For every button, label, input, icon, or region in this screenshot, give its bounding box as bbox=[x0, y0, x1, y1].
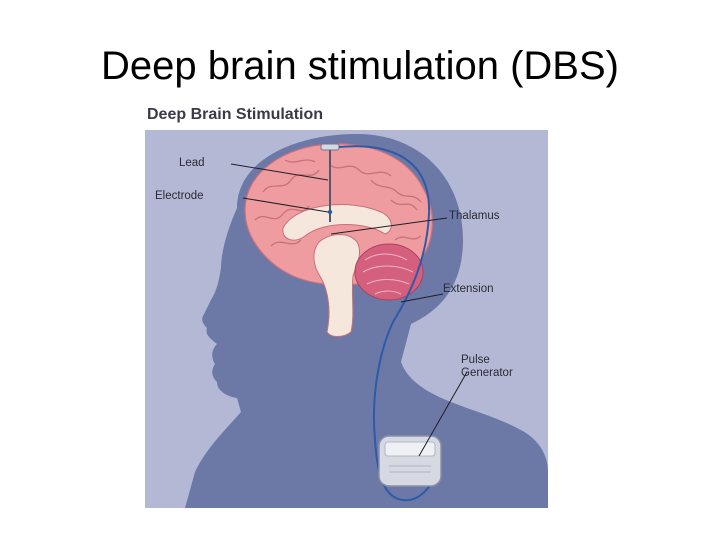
dbs-illustration: Deep Brain Stimulation Lead Electrode Th… bbox=[145, 100, 548, 508]
corpus-callosum bbox=[282, 204, 392, 241]
dbs-diagram-graphic bbox=[145, 100, 548, 508]
label-pulse-generator: Pulse Generator bbox=[461, 354, 513, 380]
brain-folds bbox=[254, 159, 422, 247]
slide-title: Deep brain stimulation (DBS) bbox=[101, 44, 619, 88]
cerebellum bbox=[354, 243, 424, 301]
figure-header-band bbox=[145, 100, 548, 130]
label-pulse-generator-line2: Generator bbox=[461, 367, 513, 379]
label-pulse-generator-line1: Pulse bbox=[461, 354, 490, 366]
pulse-generator-device bbox=[378, 435, 442, 487]
label-lead: Lead bbox=[179, 157, 205, 169]
extension-wire bbox=[338, 145, 436, 502]
cerebellum-folds bbox=[362, 253, 414, 295]
callout-lines bbox=[230, 163, 468, 457]
label-electrode: Electrode bbox=[155, 190, 204, 202]
brainstem bbox=[313, 234, 360, 337]
label-extension: Extension bbox=[443, 283, 494, 295]
figure-title: Deep Brain Stimulation bbox=[147, 106, 324, 123]
electrode-contact bbox=[327, 209, 333, 215]
burr-hole-cap bbox=[320, 143, 340, 151]
label-thalamus: Thalamus bbox=[449, 210, 500, 222]
